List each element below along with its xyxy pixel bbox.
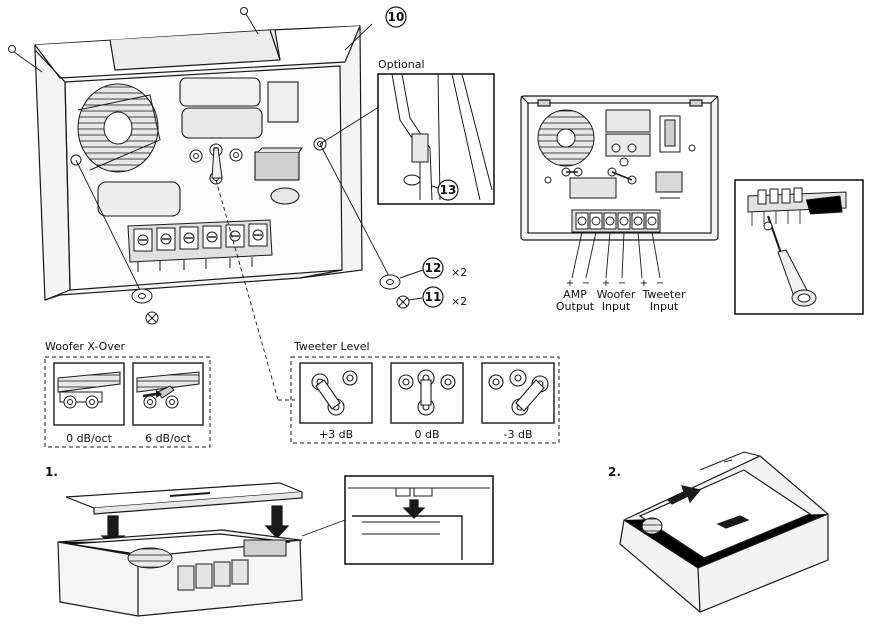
- tweeter-level-panel: +3 dB 0 dB -3 dB: [290, 356, 560, 444]
- main-terminal-block: [127, 219, 273, 272]
- washer-and-screw-left: [131, 288, 159, 325]
- callout-12-quantity: ×2: [451, 266, 467, 279]
- woofer-option-0db-label: 0 dB/oct: [66, 432, 113, 445]
- inductor-coil: [77, 83, 161, 173]
- woofer-input-line2: Input: [602, 300, 631, 313]
- board-jumper-posts: [70, 137, 327, 185]
- step-1-lock-inset: [301, 475, 494, 565]
- optional-label: Optional: [378, 58, 425, 71]
- pointer-dot: [240, 7, 248, 15]
- washer-12: [379, 269, 424, 290]
- optional-inset: 13: [377, 73, 495, 205]
- terminal-labels: AMP Output Woofer Input Tweeter Input: [556, 288, 686, 313]
- top-view-board: [520, 95, 719, 241]
- tweeter-input-line2: Input: [650, 300, 679, 313]
- capacitors: [97, 77, 304, 217]
- step-1-assembly: [57, 482, 303, 617]
- step-2-number: 2.: [608, 465, 621, 479]
- polarity-mark: +: [602, 278, 610, 289]
- polarity-mark: −: [582, 278, 590, 289]
- screwdriver-inset: [734, 179, 864, 315]
- polarity-mark: +: [640, 278, 648, 289]
- callout-10: [385, 6, 407, 28]
- pointer-dot: [8, 45, 16, 53]
- step-2-closed-unit: [619, 451, 829, 613]
- callout-11-quantity: ×2: [451, 295, 467, 308]
- woofer-input-line1: Woofer: [597, 288, 636, 301]
- polarity-mark: −: [618, 278, 626, 289]
- woofer-xover-panel: 0 dB/oct 6 dB/oct: [44, 356, 211, 448]
- callout-10-label: 10: [388, 10, 405, 24]
- tweeter-option-minus3-label: -3 dB: [504, 428, 533, 441]
- step-1-number: 1.: [45, 465, 58, 479]
- polarity-mark: +: [566, 278, 574, 289]
- callout-11-label: 11: [425, 290, 442, 304]
- woofer-xover-title: Woofer X-Over: [45, 340, 126, 353]
- woofer-option-6db-label: 6 dB/oct: [145, 432, 192, 445]
- screw-11: [396, 295, 423, 309]
- amp-output-line2: Output: [556, 300, 595, 313]
- terminal-polarity-marks: + − + − + −: [566, 278, 664, 289]
- callout-12: [422, 257, 444, 279]
- callout-13-label: 13: [440, 183, 457, 197]
- terminal-leads: [571, 231, 661, 279]
- callout-11: [422, 286, 444, 308]
- tweeter-option-plus3-label: +3 dB: [319, 428, 353, 441]
- callout-12-label: 12: [425, 261, 442, 275]
- tweeter-option-0-label: 0 dB: [414, 428, 439, 441]
- tweeter-level-title: Tweeter Level: [293, 340, 370, 353]
- polarity-mark: −: [656, 278, 664, 289]
- amp-output-line1: AMP: [563, 288, 587, 301]
- tweeter-input-line1: Tweeter: [641, 288, 686, 301]
